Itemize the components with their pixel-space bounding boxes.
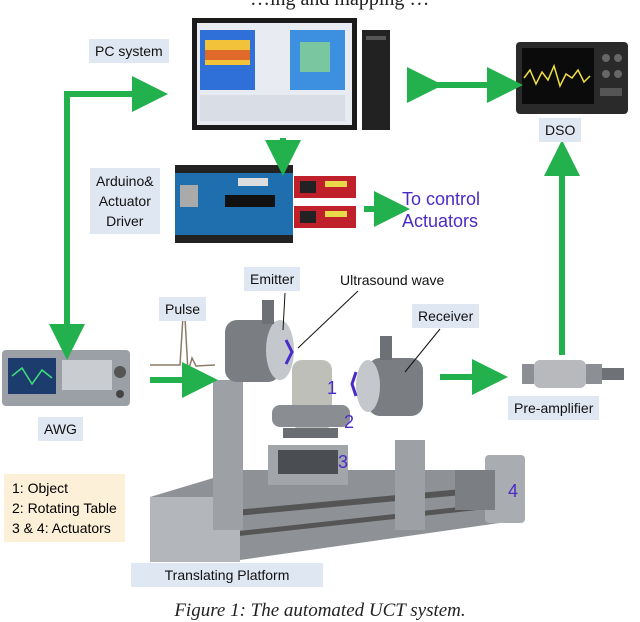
ultrasound-wave-label: Ultrasound wave xyxy=(340,272,445,288)
preamplifier-icon xyxy=(522,360,624,388)
arduino-board-icon xyxy=(175,165,293,243)
legend-item-object: 1: Object xyxy=(12,480,69,496)
dso-oscilloscope-icon xyxy=(516,42,628,114)
preamplifier-label: Pre-amplifier xyxy=(508,396,600,420)
pc-monitor-icon xyxy=(192,18,390,130)
awg-label: AWG xyxy=(38,417,83,441)
receiver-label: Receiver xyxy=(412,304,480,328)
signal-arrows xyxy=(49,67,580,398)
legend-box: 1: Object 2: Rotating Table 3 & 4: Actua… xyxy=(4,474,125,542)
legend-item-rotating-table: 2: Rotating Table xyxy=(12,500,117,516)
number-4-label: 4 xyxy=(508,481,519,501)
to-control-actuators-label: To control Actuators xyxy=(402,189,481,231)
emitter-transducer-icon xyxy=(213,300,294,530)
figure-caption: Figure 1: The automated UCT system. xyxy=(174,600,466,621)
number-3-label: 3 xyxy=(338,452,349,472)
emitter-label: Emitter xyxy=(244,267,301,291)
object-specimen-icon xyxy=(268,360,350,485)
header-text: …ing and mapping … xyxy=(250,0,429,11)
number-2-label: 2 xyxy=(344,412,355,432)
actuator-driver-icon xyxy=(294,176,356,228)
number-1-label: 1 xyxy=(327,378,338,398)
translating-platform-label: Translating Platform xyxy=(131,563,323,587)
pc-system-label: PC system xyxy=(89,39,169,63)
legend-item-actuators: 3 & 4: Actuators xyxy=(12,520,111,536)
awg-device-icon xyxy=(2,350,130,406)
arduino-driver-label: Arduino& Actuator Driver xyxy=(90,168,160,234)
pulse-label: Pulse xyxy=(159,297,207,321)
receiver-transducer-icon xyxy=(350,336,425,530)
dso-label: DSO xyxy=(539,118,582,142)
